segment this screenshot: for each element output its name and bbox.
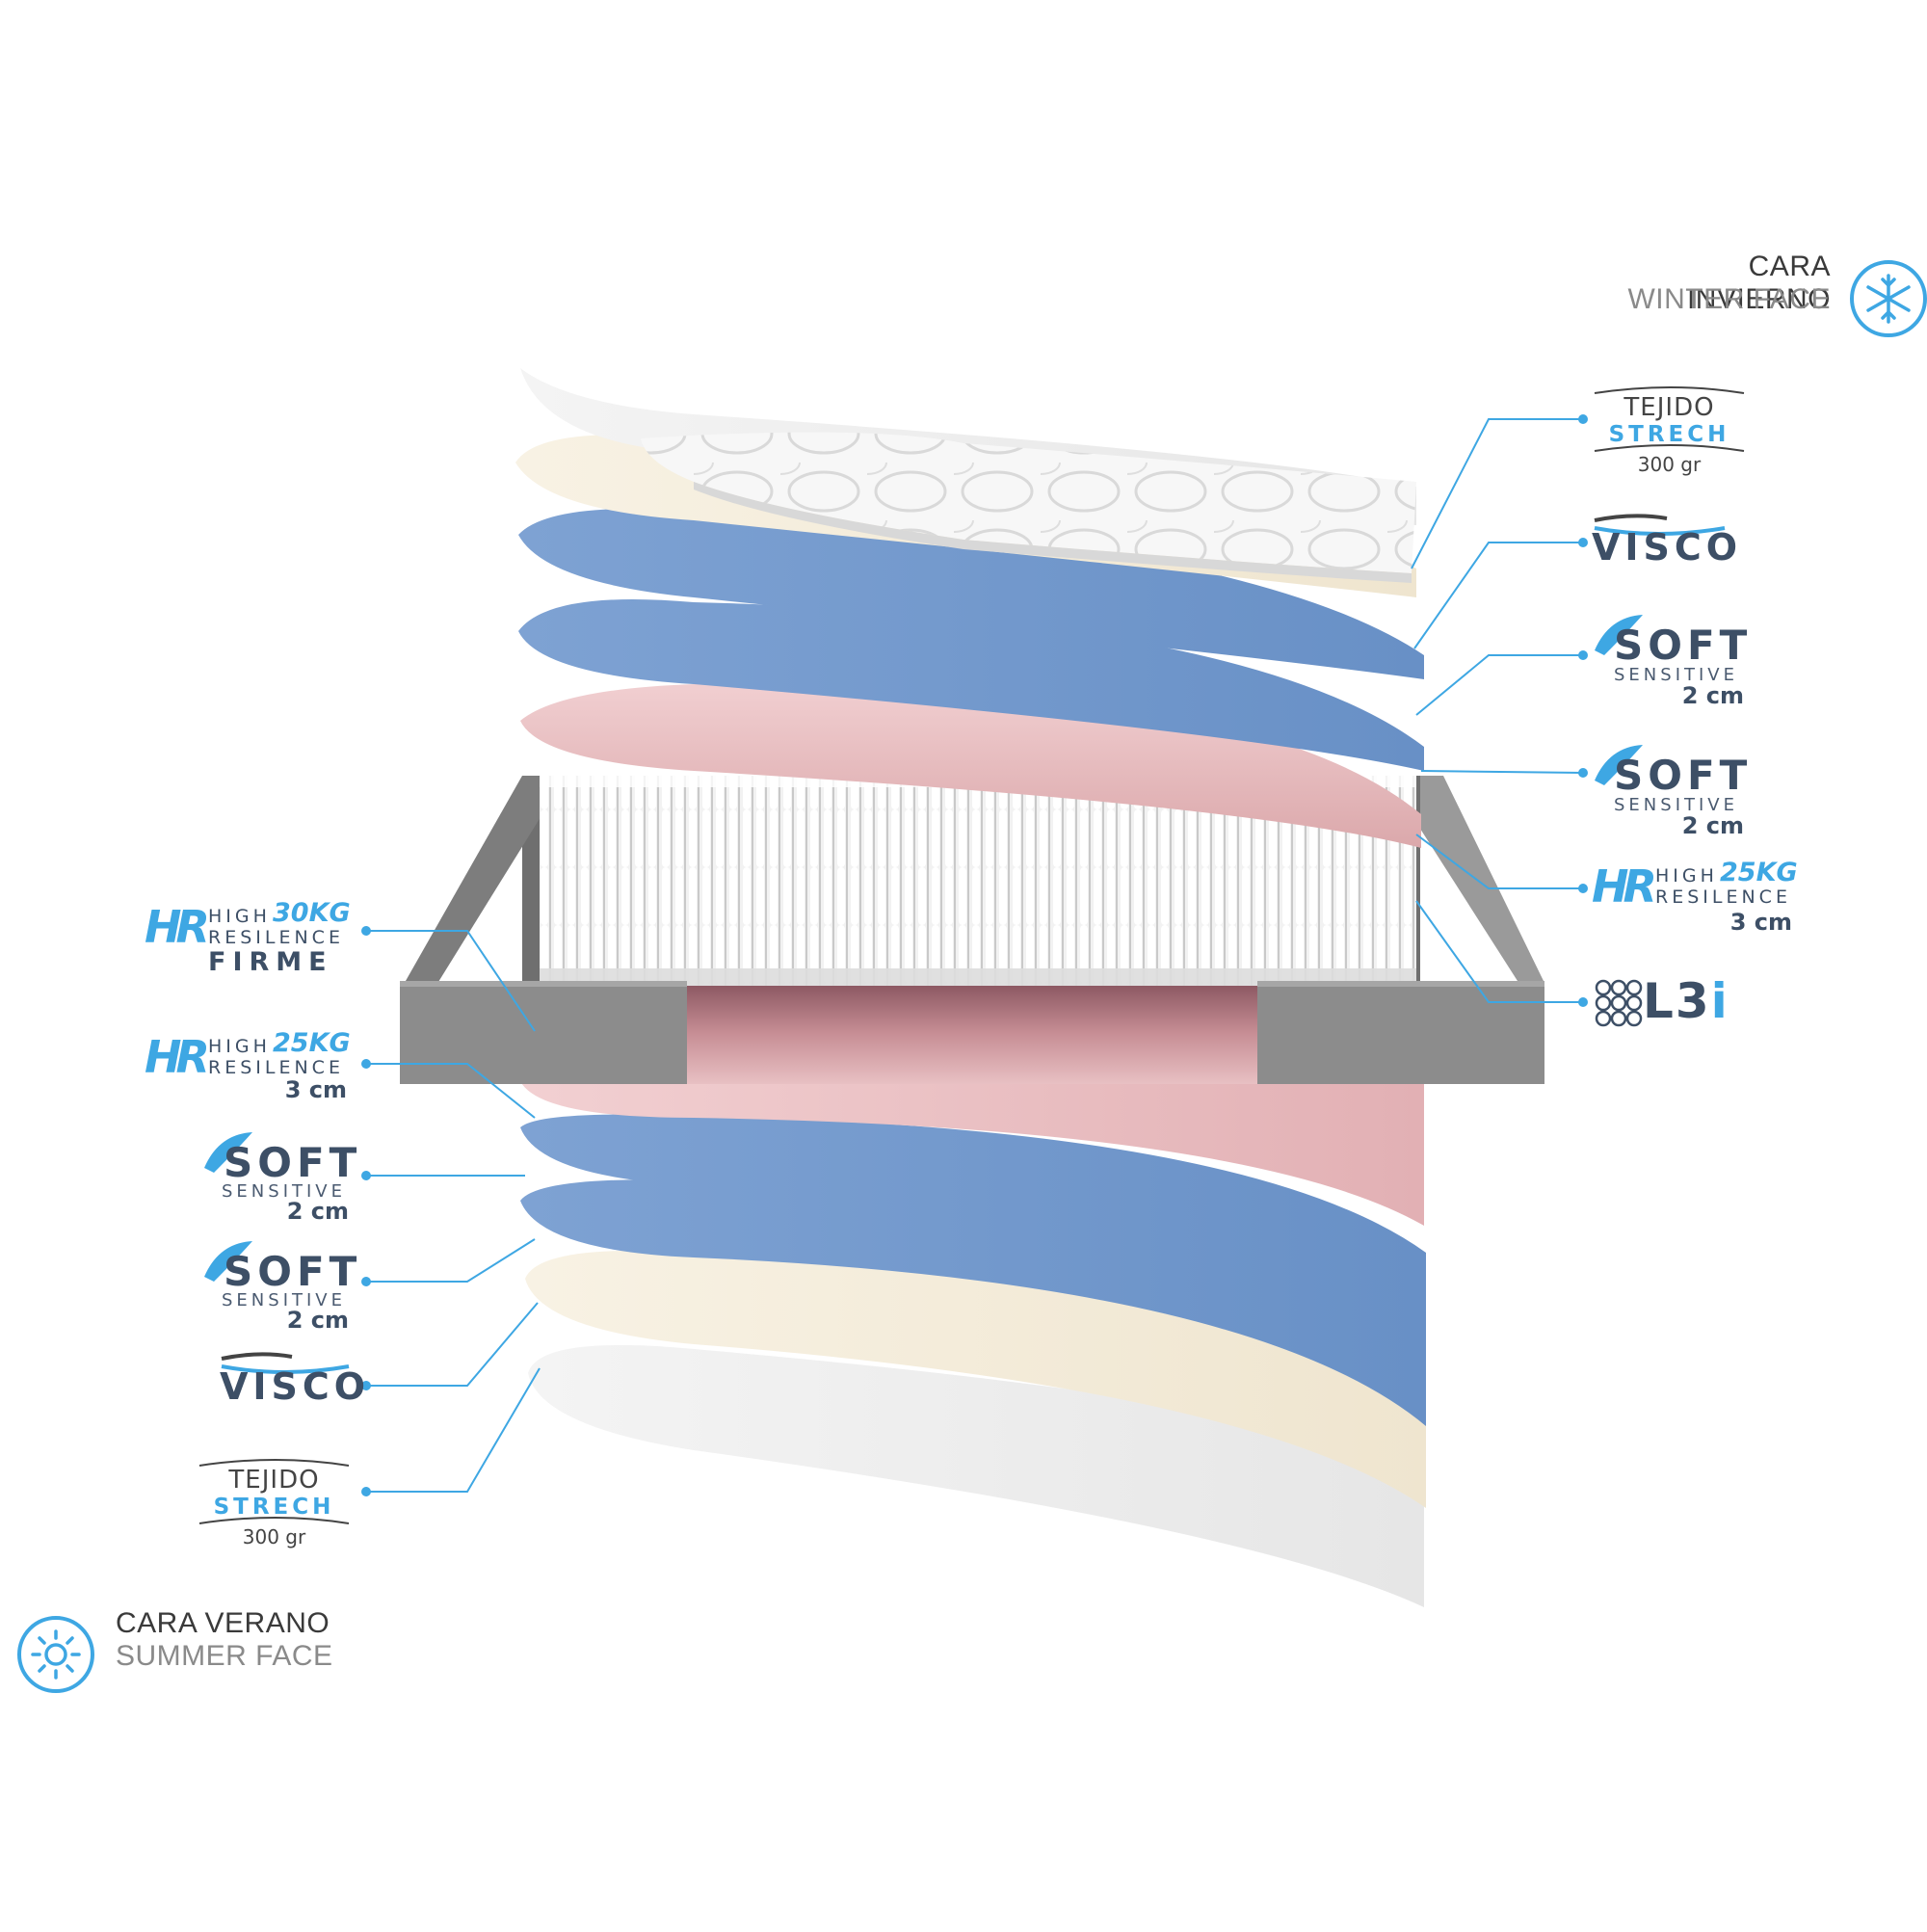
bottom-soft-layer-1 (520, 1114, 1426, 1335)
frame-left-side (402, 776, 545, 1002)
summer-face-title: CARA VERANO (116, 1607, 330, 1639)
leader-lines (366, 418, 1584, 1493)
label-right-l3i: L3i (1643, 973, 1729, 1029)
visco-wave-icon-left (221, 1352, 293, 1361)
inner-well (686, 983, 1258, 1084)
top-soft-layer-2 (518, 598, 1424, 771)
spring-grid-icon (1595, 979, 1643, 1027)
visco-wave-icon-right-blue (1594, 526, 1726, 536)
tejido-arc-bottom-left (198, 1459, 350, 1524)
top-quilted-panel (641, 432, 1416, 573)
frame-right-side (1420, 776, 1544, 981)
tejido-arc-top-right (1594, 386, 1745, 452)
feather-icon (204, 615, 1643, 1282)
snowflake-icon (1850, 260, 1927, 337)
label-right-visco: VISCO (1592, 526, 1743, 569)
sun-icon (17, 1616, 94, 1693)
frame-front-left-block (400, 981, 687, 1084)
leader-dots (361, 414, 1588, 1496)
winter-face-title: CARA INVIERNO (1686, 251, 1831, 315)
winter-face-subtitle: WINTER FACE (1627, 283, 1831, 315)
visco-wave-icon-left-blue (221, 1364, 350, 1374)
top-soft-layer-1 (518, 508, 1424, 679)
summer-face-subtitle: SUMMER FACE (116, 1640, 333, 1672)
frame-front-right-block (1257, 981, 1544, 1084)
visco-wave-icon-right (1594, 514, 1668, 522)
label-left-visco: VISCO (220, 1365, 371, 1408)
